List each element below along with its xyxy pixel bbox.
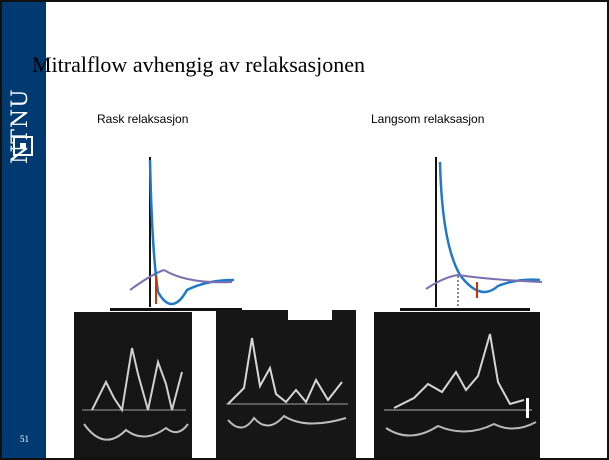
slide-title: Mitralflow avhengig av relaksasjonen	[32, 52, 365, 77]
slow-relaxation-diagram	[425, 157, 543, 307]
echo-doppler-image-3	[374, 312, 540, 458]
ntnu-sidebar: NTNU 51	[2, 2, 46, 458]
echo-doppler-image-2	[216, 310, 356, 458]
right-purple-rise	[425, 274, 459, 290]
left-purple-rise	[129, 269, 165, 291]
echo-doppler-image-1	[74, 312, 192, 458]
right-panel-label: Langsom relaksasjon	[371, 112, 485, 126]
left-purple-decay	[163, 269, 233, 284]
right-blue-curve	[438, 161, 541, 294]
slide-number: 51	[20, 434, 29, 444]
left-panel-label: Rask relaksasjon	[97, 112, 189, 126]
ntnu-logo-icon	[13, 136, 33, 156]
right-purple-decay	[457, 274, 543, 283]
left-blue-curve	[148, 159, 235, 306]
left-baseline	[110, 308, 242, 311]
right-baseline	[400, 308, 530, 311]
fast-relaxation-diagram	[129, 157, 235, 307]
